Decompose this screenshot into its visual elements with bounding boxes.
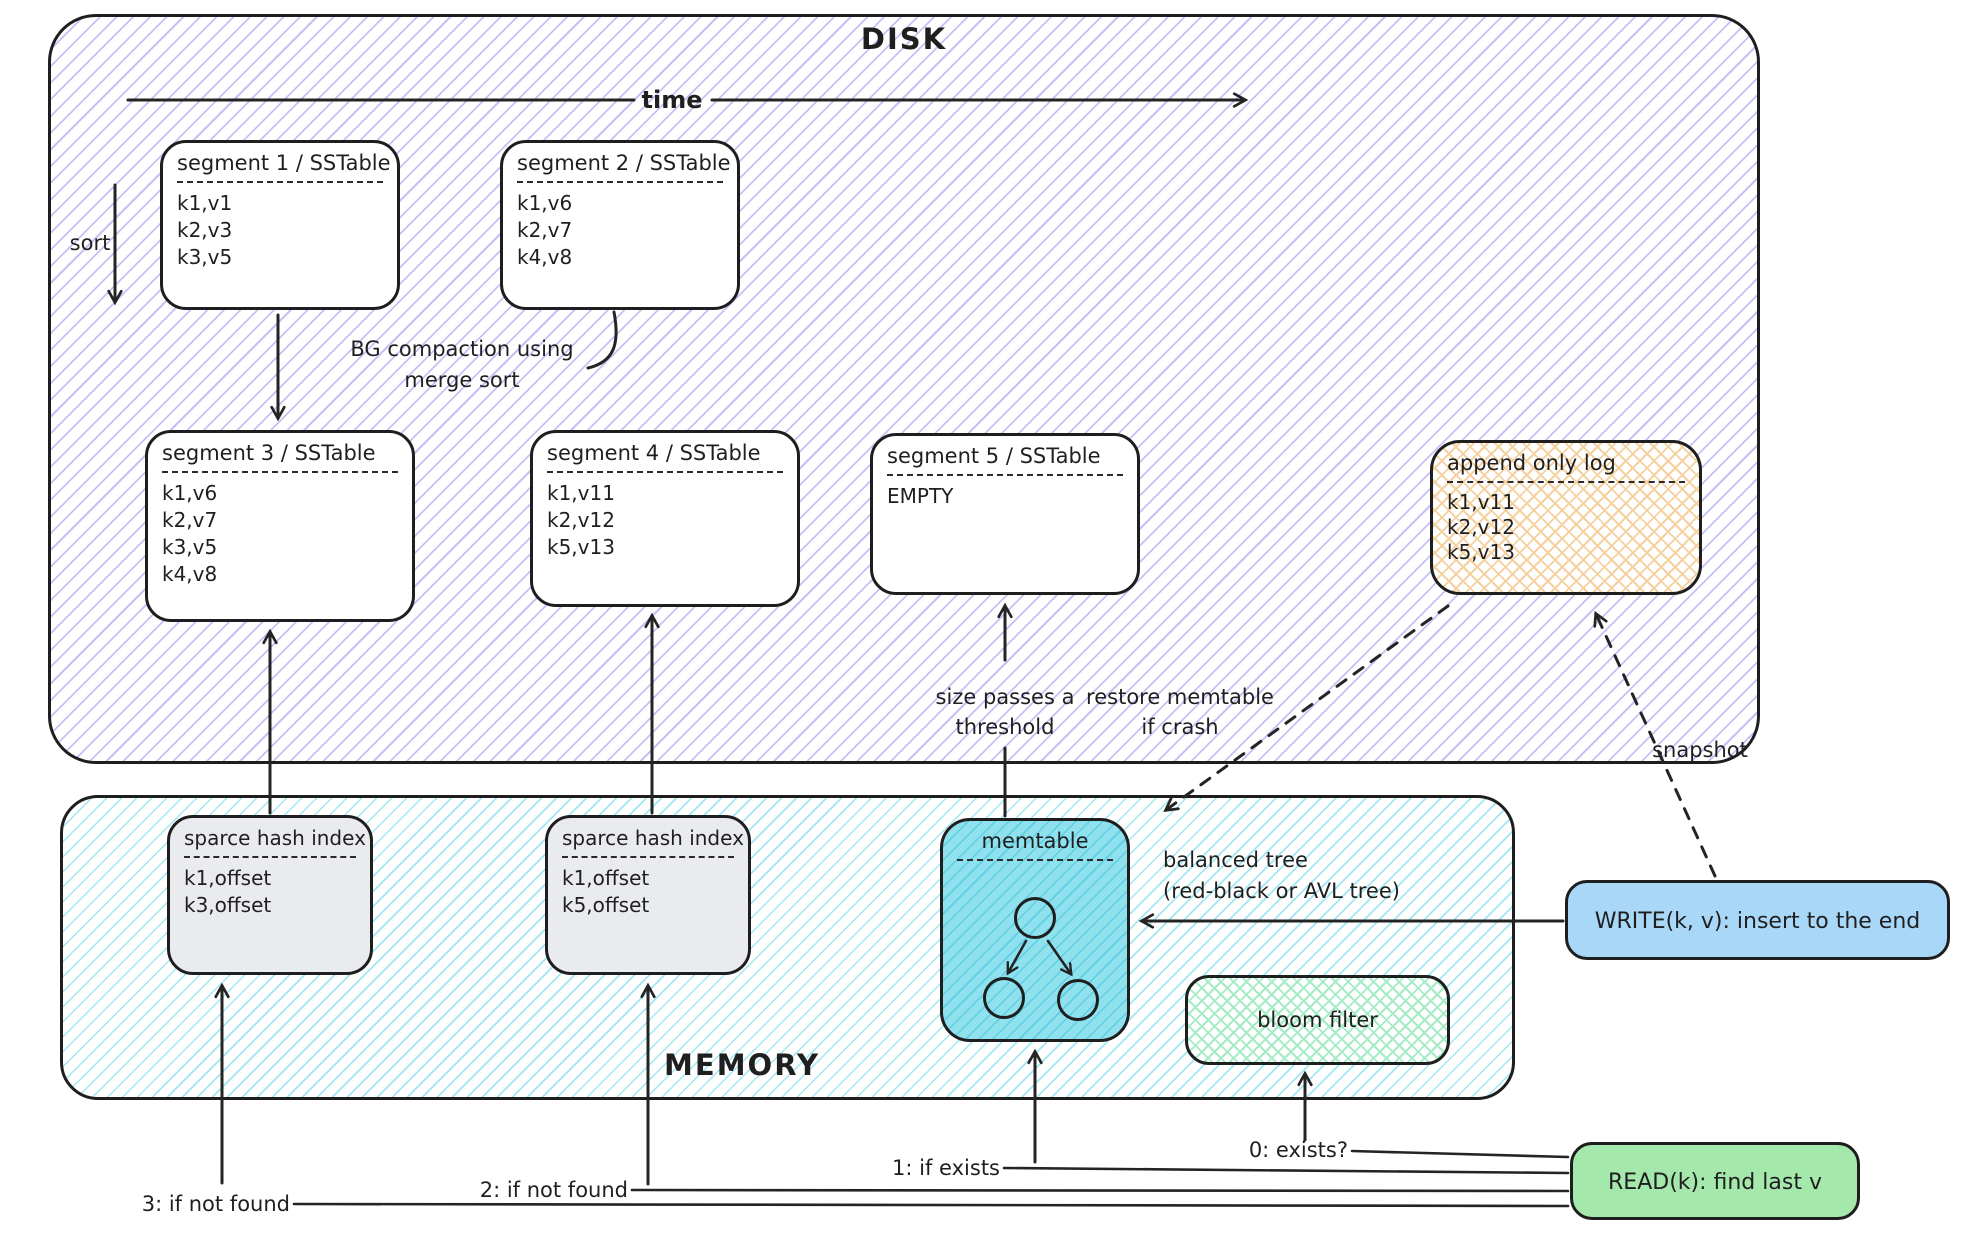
kv-row: k4,v8 xyxy=(517,245,573,269)
empty-row: EMPTY xyxy=(887,484,954,508)
sparse-hash-index-1-box: sparce hash index k1,offset k3,offset xyxy=(167,815,373,975)
segment-2-box: segment 2 / SSTable k1,v6 k2,v7 k4,v8 xyxy=(500,140,740,310)
kv-row: k2,v7 xyxy=(517,218,573,242)
sparse-hash-index-2-box: sparce hash index k1,offset k5,offset xyxy=(545,815,751,975)
balanced-tree-label-line1: balanced tree xyxy=(1163,848,1308,872)
sparse-hash-index-1-title: sparce hash index xyxy=(184,826,366,858)
segment-5-title: segment 5 / SSTable xyxy=(887,444,1123,476)
memory-title: MEMORY xyxy=(664,1048,820,1082)
snapshot-label: snapshot xyxy=(1652,738,1748,762)
kv-row: k3,offset xyxy=(184,893,272,917)
segment-2-title: segment 2 / SSTable xyxy=(517,151,731,183)
kv-row: k5,v13 xyxy=(547,535,615,559)
kv-row: k1,offset xyxy=(184,866,272,890)
balanced-tree-label: balanced tree (red-black or AVL tree) xyxy=(1163,845,1400,907)
write-operation-label: WRITE(k, v): insert to the end xyxy=(1594,908,1921,934)
bloom-filter-box: bloom filter xyxy=(1185,975,1450,1065)
segment-3-title: segment 3 / SSTable xyxy=(162,441,398,473)
compaction-label: BG compaction using merge sort xyxy=(350,334,573,396)
read-step-0-label: 0: exists? xyxy=(1248,1138,1348,1162)
append-only-log-box: append only log k1,v11 k2,v12 k5,v13 xyxy=(1430,440,1702,595)
segment-4-rows: k1,v11 k2,v12 k5,v13 xyxy=(547,473,783,561)
kv-row: k1,offset xyxy=(562,866,650,890)
kv-row: k2,v3 xyxy=(177,218,233,242)
sparse-hash-index-2-rows: k1,offset k5,offset xyxy=(562,858,734,919)
time-arrow-label: time xyxy=(641,86,703,114)
tree-root-node xyxy=(1014,897,1056,939)
read-step-2-label: 2: if not found xyxy=(479,1178,628,1202)
kv-row: k1,v1 xyxy=(177,191,233,215)
segment-1-title: segment 1 / SSTable xyxy=(177,151,391,183)
kv-row: k2,v12 xyxy=(547,508,615,532)
write-operation-box: WRITE(k, v): insert to the end xyxy=(1565,880,1950,960)
sparse-hash-index-1-rows: k1,offset k3,offset xyxy=(184,858,356,919)
memtable-title: memtable xyxy=(957,829,1113,861)
kv-row: k2,v7 xyxy=(162,508,218,532)
restore-label-line1: restore memtable xyxy=(1086,685,1274,709)
restore-label: restore memtable if crash xyxy=(1086,682,1274,742)
sparse-hash-index-2-title: sparce hash index xyxy=(562,826,744,858)
compaction-label-line2: merge sort xyxy=(404,368,520,392)
compaction-label-line1: BG compaction using xyxy=(350,337,574,361)
segment-1-box: segment 1 / SSTable k1,v1 k2,v3 k3,v5 xyxy=(160,140,400,310)
kv-row: k2,v12 xyxy=(1447,515,1515,539)
read-operation-label: READ(k): find last v xyxy=(1608,1169,1822,1195)
segment-1-rows: k1,v1 k2,v3 k3,v5 xyxy=(177,183,383,271)
tree-left-child-node xyxy=(983,977,1025,1019)
kv-row: k1,v6 xyxy=(162,481,218,505)
kv-row: k3,v5 xyxy=(162,535,218,559)
threshold-label-line1: size passes a xyxy=(935,685,1075,709)
segment-5-rows: EMPTY xyxy=(887,476,1123,510)
append-only-log-title: append only log xyxy=(1447,451,1685,483)
bloom-filter-label: bloom filter xyxy=(1257,1008,1378,1032)
segment-3-rows: k1,v6 k2,v7 k3,v5 k4,v8 xyxy=(162,473,398,588)
kv-row: k4,v8 xyxy=(162,562,218,586)
sort-arrow-label: sort xyxy=(69,231,111,255)
kv-row: k5,offset xyxy=(562,893,650,917)
segment-2-rows: k1,v6 k2,v7 k4,v8 xyxy=(517,183,723,271)
disk-region xyxy=(48,14,1760,764)
read-operation-box: READ(k): find last v xyxy=(1570,1142,1860,1220)
segment-3-box: segment 3 / SSTable k1,v6 k2,v7 k3,v5 k4… xyxy=(145,430,415,622)
segment-5-box: segment 5 / SSTable EMPTY xyxy=(870,433,1140,595)
kv-row: k1,v6 xyxy=(517,191,573,215)
segment-4-box: segment 4 / SSTable k1,v11 k2,v12 k5,v13 xyxy=(530,430,800,607)
threshold-label-line2: threshold xyxy=(955,715,1055,739)
read-step-1-label: 1: if exists xyxy=(892,1156,1000,1180)
tree-right-child-node xyxy=(1057,979,1099,1021)
restore-label-line2: if crash xyxy=(1141,715,1219,739)
kv-row: k5,v13 xyxy=(1447,540,1515,564)
balanced-tree-label-line2: (red-black or AVL tree) xyxy=(1163,879,1400,903)
kv-row: k3,v5 xyxy=(177,245,233,269)
append-only-log-rows: k1,v11 k2,v12 k5,v13 xyxy=(1447,483,1685,565)
disk-title: DISK xyxy=(860,22,948,56)
kv-row: k1,v11 xyxy=(547,481,615,505)
kv-row: k1,v11 xyxy=(1447,490,1515,514)
threshold-label: size passes a threshold xyxy=(936,682,1075,742)
segment-4-title: segment 4 / SSTable xyxy=(547,441,783,473)
read-step-3-label: 3: if not found xyxy=(141,1192,290,1216)
